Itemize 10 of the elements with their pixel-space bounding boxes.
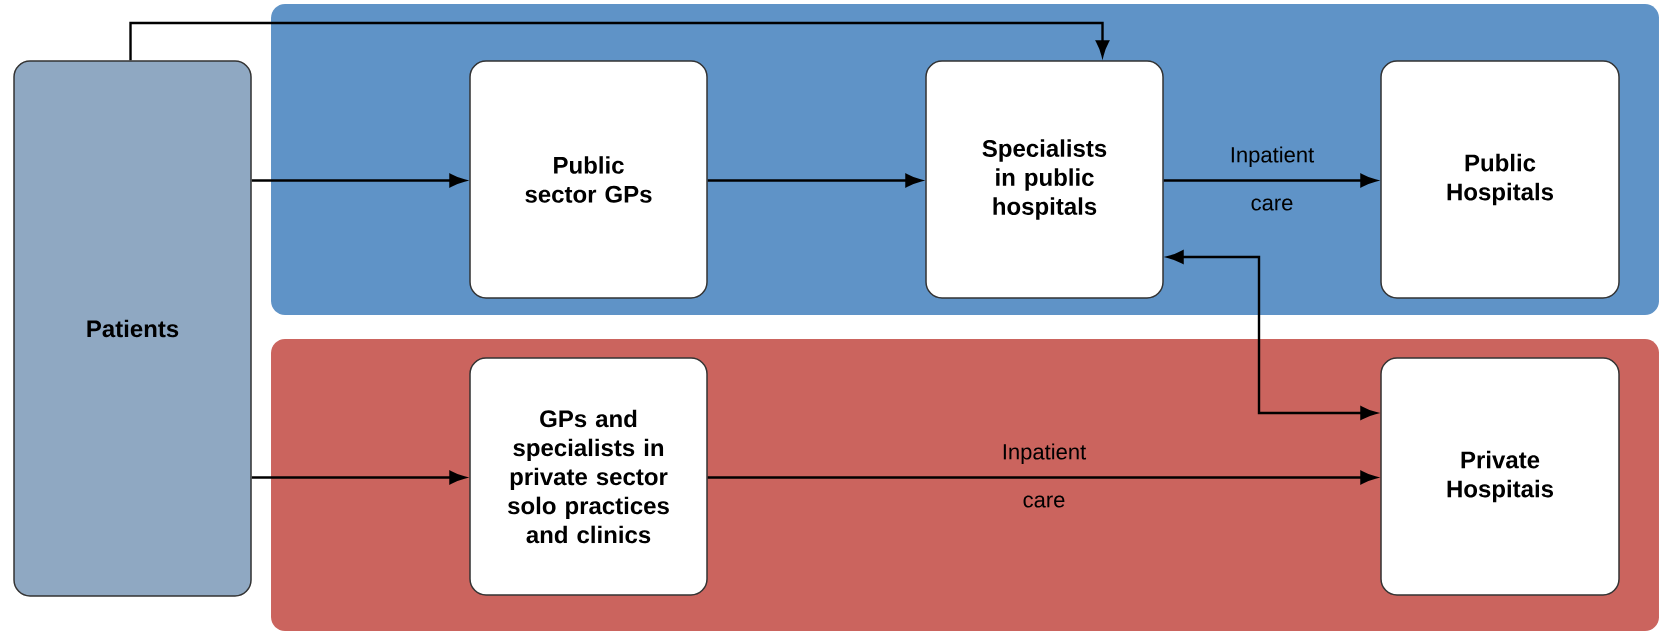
arrow: [1167, 250, 1377, 420]
process-box: Private Hospitais: [1380, 357, 1620, 596]
patients-box: Patients: [13, 60, 252, 597]
process-box: Specialists in public hospitals: [925, 60, 1164, 299]
edge-label: Inpatient care: [1231, 146, 1315, 211]
process-box: Public sector GPs: [469, 60, 708, 299]
process-box: Public Hospitals: [1380, 60, 1620, 299]
edge-label: Inpatient care: [1003, 443, 1087, 508]
process-box: GPs and specialists in private sector solo practices and clinics: [469, 357, 708, 596]
arrow: [129, 21, 1110, 61]
